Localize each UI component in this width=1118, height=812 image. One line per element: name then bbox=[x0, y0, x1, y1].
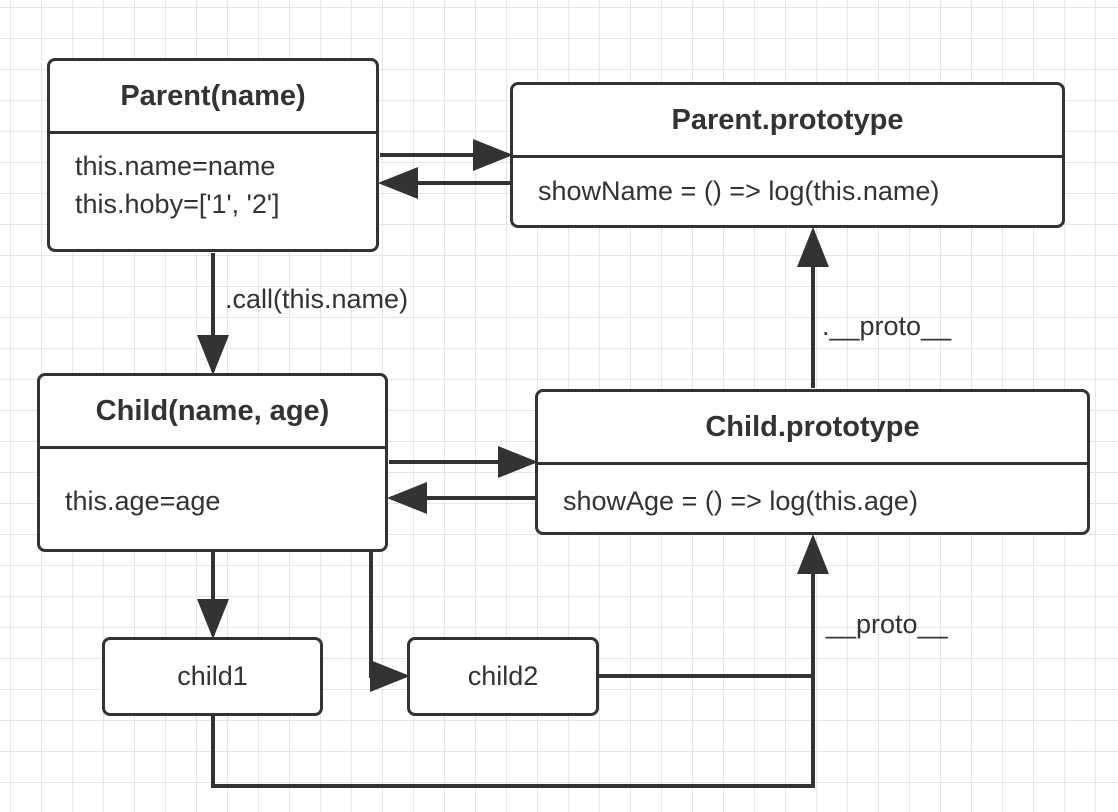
child1-label: child1 bbox=[177, 661, 248, 691]
proto-lower-edge-label: __proto__ bbox=[826, 609, 948, 639]
parent-prototype-box: Parent.prototype showName = () => log(th… bbox=[510, 82, 1065, 228]
child-prototype-body: showAge = () => log(this.age) bbox=[538, 465, 1087, 520]
child1-instance-box: child1 bbox=[102, 637, 323, 716]
parent-hoby-assignment: this.hoby=['1', '2'] bbox=[75, 189, 280, 219]
parent-constructor-box: Parent(name) this.name=name this.hoby=['… bbox=[47, 58, 379, 252]
child-constructor-box: Child(name, age) this.age=age bbox=[37, 373, 388, 552]
child2-label: child2 bbox=[467, 661, 539, 691]
child-constructor-title: Child(name, age) bbox=[40, 376, 385, 449]
parent-prototype-body: showName = () => log(this.name) bbox=[513, 158, 1062, 210]
line-child1-to-child-prototype bbox=[211, 676, 815, 788]
child-prototype-title: Child.prototype bbox=[538, 392, 1087, 465]
parent-name-assignment: this.name=name bbox=[75, 151, 276, 181]
child-constructor-body: this.age=age bbox=[40, 449, 385, 520]
child2-instance-box: child2 bbox=[407, 637, 599, 716]
proto-upper-edge-label: .__proto__ bbox=[822, 311, 952, 341]
parent-prototype-title: Parent.prototype bbox=[513, 85, 1062, 158]
parent-constructor-body: this.name=name this.hoby=['1', '2'] bbox=[50, 134, 376, 223]
child-prototype-box: Child.prototype showAge = () => log(this… bbox=[535, 389, 1090, 535]
call-edge-label: .call(this.name) bbox=[225, 284, 409, 314]
arrow-child2-proto bbox=[599, 534, 829, 678]
show-name-method: showName = () => log(this.name) bbox=[538, 176, 940, 206]
child-age-assignment: this.age=age bbox=[65, 486, 221, 516]
parent-constructor-title: Parent(name) bbox=[50, 61, 376, 134]
arrow-child-to-child2 bbox=[369, 552, 410, 692]
show-age-method: showAge = () => log(this.age) bbox=[563, 486, 918, 516]
